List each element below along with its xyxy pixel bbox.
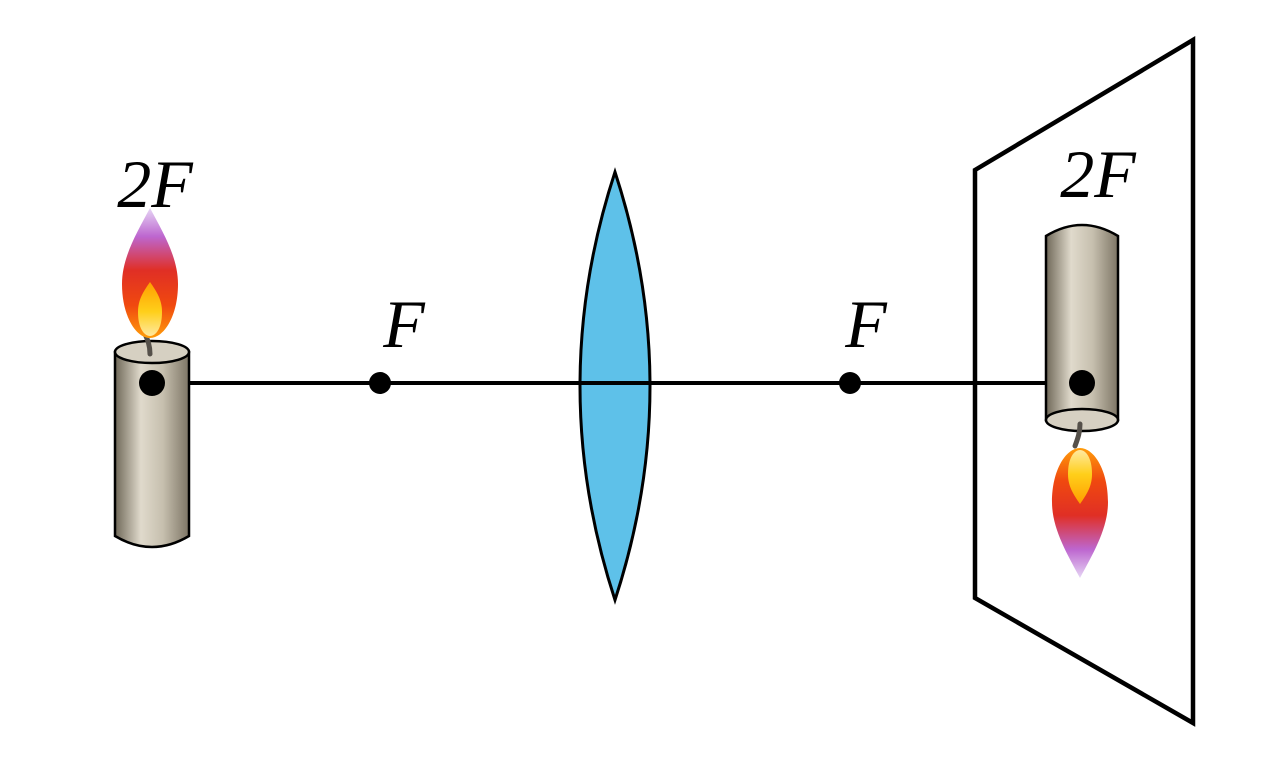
object-candle xyxy=(113,208,191,549)
focal-point-right-dot xyxy=(839,372,861,394)
object-flame-core xyxy=(138,282,162,336)
label-f-left: F xyxy=(382,286,426,362)
focal-point-left-dot xyxy=(369,372,391,394)
image-point-dot xyxy=(1069,370,1095,396)
label-2f-object: 2F xyxy=(117,146,194,222)
image-candle xyxy=(1044,223,1120,578)
object-point-dot xyxy=(139,370,165,396)
image-flame-icon xyxy=(1052,448,1108,578)
convex-lens xyxy=(578,167,652,605)
label-f-right: F xyxy=(844,286,888,362)
image-candle-top xyxy=(1044,407,1120,433)
object-flame-icon xyxy=(122,208,178,338)
object-candle-body xyxy=(113,350,191,549)
image-candle-body xyxy=(1044,223,1120,422)
image-candle-wick xyxy=(1072,421,1083,449)
label-2f-image: 2F xyxy=(1060,136,1137,212)
image-flame-core xyxy=(1068,450,1092,504)
